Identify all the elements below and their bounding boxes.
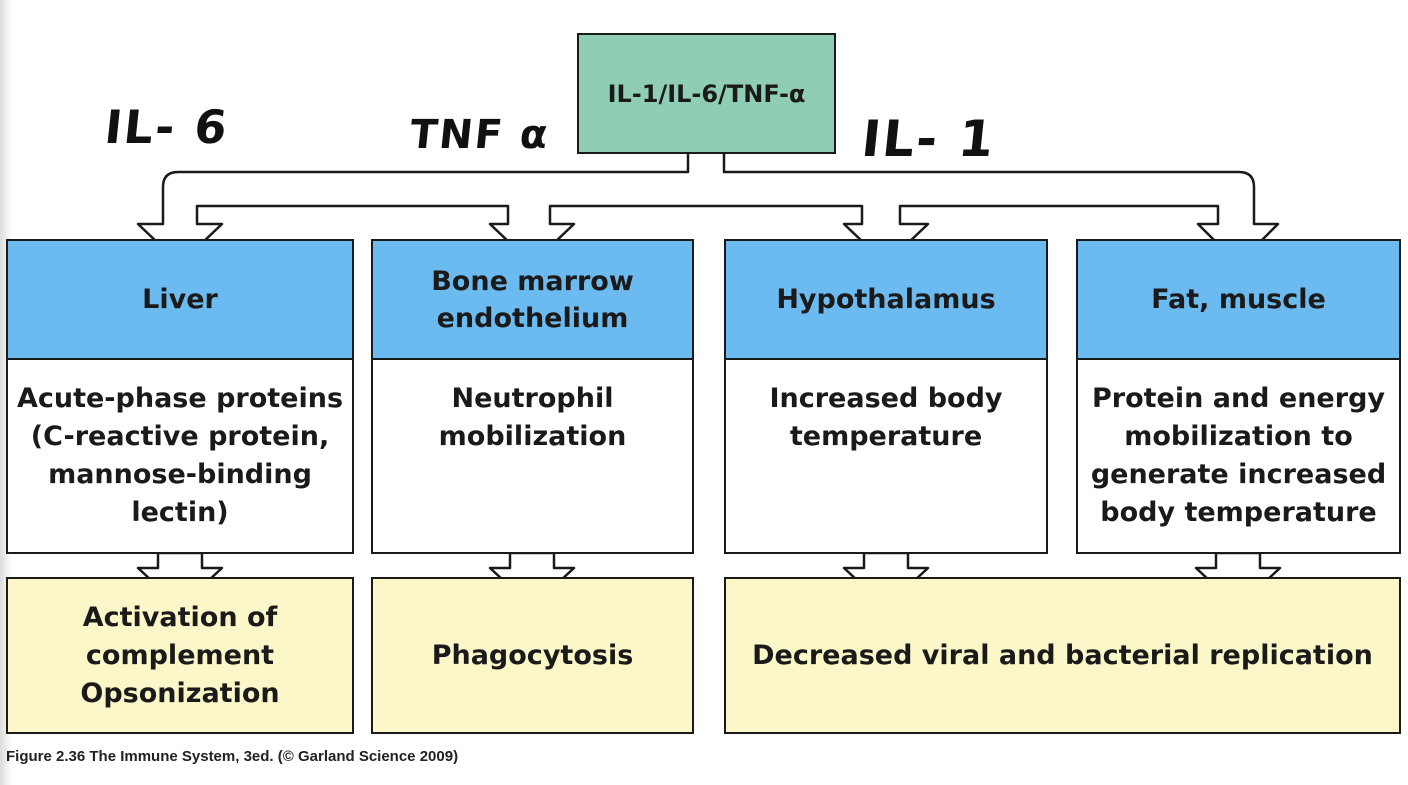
organ-label: Fat, muscle: [1151, 284, 1326, 315]
organ-liver: Liver: [6, 239, 354, 360]
organ-fat-muscle: Fat, muscle: [1076, 239, 1401, 360]
effect-label: Protein and energy mobilization to gener…: [1090, 383, 1387, 528]
handwritten-tnfa: TNF α: [407, 112, 552, 158]
outcome-complement: Activation of complement Opsonization: [6, 577, 354, 734]
organ-hypothalamus: Hypothalamus: [724, 239, 1048, 360]
effect-label: Acute-phase proteins (C-reactive protein…: [16, 383, 344, 528]
outcome-label: Phagocytosis: [431, 639, 634, 671]
organ-bone-marrow: Bone marrow endothelium: [371, 239, 694, 360]
effect-bone-marrow: Neutrophil mobilization: [371, 358, 694, 554]
cytokine-node: IL-1/IL-6/TNF-α: [577, 33, 836, 154]
effect-fat-muscle: Protein and energy mobilization to gener…: [1076, 358, 1401, 554]
branch-arrow: [136, 152, 1280, 266]
handwritten-il1: IL- 1: [858, 110, 999, 168]
cytokine-label: IL-1/IL-6/TNF-α: [607, 79, 806, 108]
figure-caption: Figure 2.36 The Immune System, 3ed. (© G…: [6, 748, 459, 765]
effect-liver: Acute-phase proteins (C-reactive protein…: [6, 358, 354, 554]
outcome-phagocytosis: Phagocytosis: [371, 577, 694, 734]
outcome-label: Decreased viral and bacterial replicatio…: [752, 639, 1373, 671]
effect-label: Neutrophil mobilization: [438, 383, 627, 452]
effect-label: Increased body temperature: [769, 383, 1003, 452]
handwritten-il6: IL- 6: [102, 100, 232, 154]
organ-label: Liver: [142, 284, 218, 315]
outcome-label: Activation of complement Opsonization: [80, 601, 280, 709]
outcome-replication: Decreased viral and bacterial replicatio…: [724, 577, 1401, 734]
organ-label: Bone marrow endothelium: [431, 265, 634, 334]
organ-label: Hypothalamus: [776, 284, 996, 315]
effect-hypothalamus: Increased body temperature: [724, 358, 1048, 554]
